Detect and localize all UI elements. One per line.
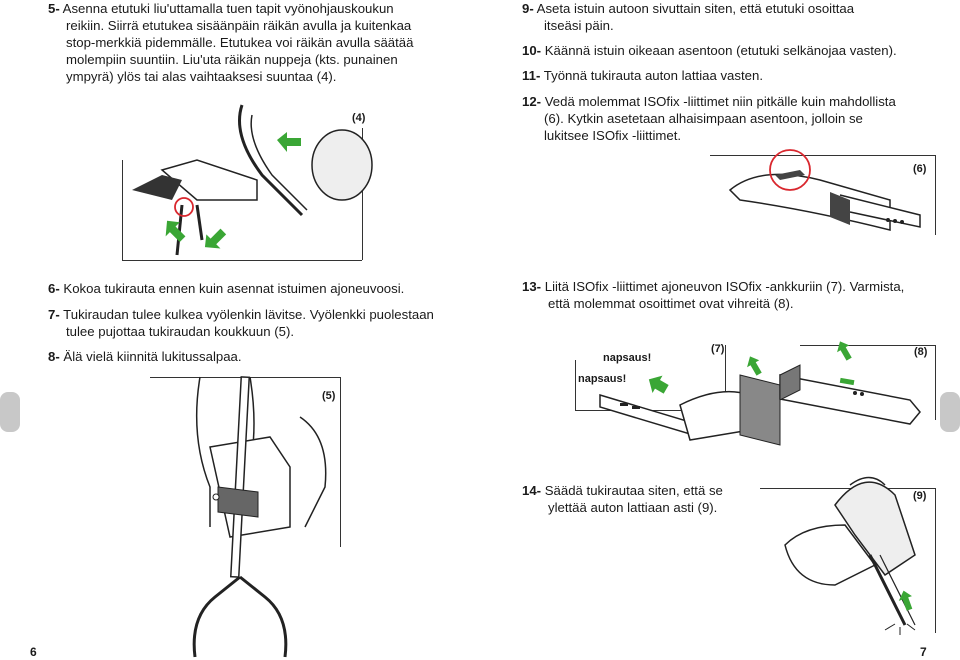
fig9-label: (9) <box>913 490 927 502</box>
step-8: 8- Älä vielä kiinnitä lukitussalpaa. <box>48 349 242 364</box>
page-number-left: 6 <box>30 645 37 659</box>
fig9-frame-right <box>935 488 937 633</box>
step-6: 6- Kokoa tukirauta ennen kuin asennat is… <box>48 281 405 296</box>
fig5-label: (5) <box>322 390 336 402</box>
fig7-frame-right <box>725 345 727 410</box>
fig4-frame-bottom <box>122 260 362 262</box>
napsaus-label-2: napsaus! <box>578 373 627 385</box>
fig8-frame-right <box>935 345 937 420</box>
fig5-illustration <box>192 376 327 658</box>
step-5: 5- Asenna etutuki liu'uttamalla tuen tap… <box>48 1 414 84</box>
step-14: 14- Säädä tukirautaa siten, että se ylet… <box>522 483 723 515</box>
step-13: 13- Liitä ISOfix -liittimet ajoneuvon IS… <box>522 279 905 311</box>
fig7-frame-left <box>575 360 577 410</box>
fig8-frame-top <box>800 345 935 347</box>
fig6-frame-top <box>710 155 935 157</box>
fig5-frame-right <box>340 377 342 547</box>
step-11: 11- Työnnä tukirauta auton lattiaa vaste… <box>522 68 763 83</box>
fig7-illustration <box>599 356 781 446</box>
fig6-frame-right <box>935 155 937 235</box>
fig6-highlight-circle <box>769 149 811 191</box>
fig9-illustration <box>784 476 916 635</box>
step-7: 7- Tukiraudan tulee kulkea vyölenkin läv… <box>48 307 434 339</box>
fig4-highlight-circle <box>174 197 194 217</box>
fig4-frame-right <box>362 128 364 260</box>
page-edge-tab-right <box>940 392 960 432</box>
fig4-illustration <box>132 104 373 256</box>
step-12: 12- Vedä molemmat ISOfix -liittimet niin… <box>522 94 896 143</box>
fig9-frame-top <box>760 488 935 490</box>
page-number-right: 7 <box>920 645 927 659</box>
step-9: 9- Aseta istuin autoon sivuttain siten, … <box>522 1 855 33</box>
fig8-illustration <box>779 341 921 425</box>
fig4-label: (4) <box>352 112 366 124</box>
page-edge-tab-left <box>0 392 20 432</box>
fig8-label: (8) <box>914 346 928 358</box>
fig6-illustration <box>728 149 921 231</box>
step-10: 10- Käännä istuin oikeaan asentoon (etut… <box>522 43 897 58</box>
fig6-label: (6) <box>913 163 927 175</box>
fig4-frame-left <box>122 160 124 260</box>
fig7-label: (7) <box>711 343 725 355</box>
napsaus-label-1: napsaus! <box>603 352 652 364</box>
